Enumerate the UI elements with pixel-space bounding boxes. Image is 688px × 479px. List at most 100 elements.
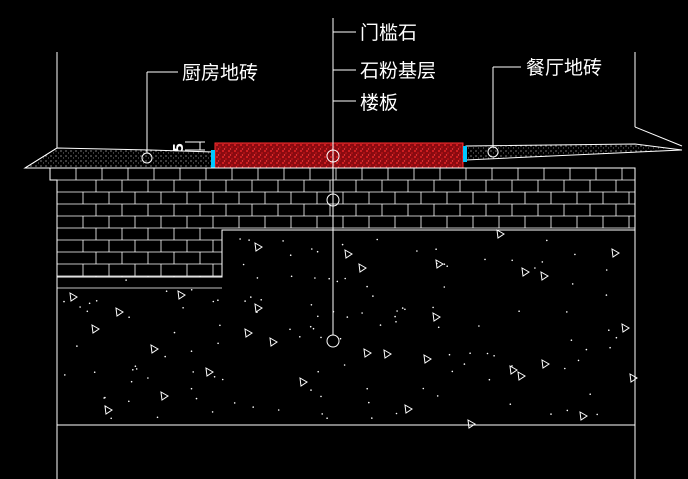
concrete-dot bbox=[311, 248, 313, 250]
concrete-dot bbox=[546, 239, 548, 242]
concrete-dot bbox=[344, 277, 347, 280]
dimension-value: 5 bbox=[172, 143, 187, 152]
label-dining-tile: 餐厅地砖 bbox=[526, 57, 602, 79]
concrete-dot bbox=[317, 370, 320, 373]
concrete-dot bbox=[326, 417, 328, 420]
concrete-dot bbox=[577, 359, 580, 362]
concrete-dot bbox=[320, 336, 322, 339]
concrete-dot bbox=[195, 397, 198, 400]
concrete-dot bbox=[371, 417, 373, 419]
concrete-aggregate-mark bbox=[104, 405, 113, 415]
concrete-dot bbox=[509, 403, 512, 406]
concrete-dot bbox=[394, 315, 396, 318]
concrete-dot bbox=[366, 387, 369, 390]
concrete-dot bbox=[372, 295, 374, 297]
concrete-dot bbox=[165, 290, 168, 293]
concrete-dot bbox=[395, 412, 398, 415]
concrete-aggregate-mark bbox=[404, 404, 413, 414]
concrete-aggregate-mark bbox=[521, 267, 530, 277]
concrete-dot bbox=[534, 267, 536, 269]
concrete-aggregate-mark bbox=[177, 290, 186, 300]
concrete-dot bbox=[564, 367, 566, 370]
concrete-dot bbox=[566, 409, 569, 412]
label-threshold-stone: 门槛石 bbox=[360, 22, 417, 44]
concrete-aggregate-mark bbox=[467, 419, 476, 429]
label-floor-slab: 楼板 bbox=[360, 92, 398, 114]
concrete-dot bbox=[321, 413, 324, 415]
concrete-dot bbox=[217, 342, 219, 345]
concrete-dot bbox=[86, 310, 89, 313]
concrete-dot bbox=[299, 336, 301, 338]
stone-powder-base-layer bbox=[49, 167, 636, 289]
concrete-aggregate-mark bbox=[115, 307, 124, 317]
concrete-aggregate-mark bbox=[363, 348, 372, 358]
concrete-dot bbox=[609, 346, 611, 349]
concrete-dot bbox=[190, 350, 193, 353]
concrete-dot bbox=[252, 406, 254, 408]
concrete-dot bbox=[436, 262, 438, 265]
concrete-dot bbox=[219, 324, 221, 327]
concrete-dot bbox=[422, 387, 425, 390]
concrete-dot bbox=[309, 325, 312, 328]
concrete-dot bbox=[404, 308, 406, 311]
concrete-aggregate-mark bbox=[579, 411, 588, 421]
concrete-dot bbox=[605, 269, 608, 271]
concrete-dot bbox=[244, 300, 246, 302]
concrete-dot bbox=[190, 387, 193, 390]
concrete-dot bbox=[248, 239, 250, 241]
concrete-dot bbox=[448, 353, 451, 356]
concrete-dot bbox=[589, 393, 591, 396]
concrete-aggregate-mark bbox=[160, 391, 169, 401]
label-stone-powder-base: 石粉基层 bbox=[360, 60, 436, 82]
concrete-dot bbox=[239, 238, 241, 240]
concrete-dot bbox=[437, 326, 440, 329]
concrete-aggregate-mark bbox=[423, 354, 432, 364]
concrete-dot bbox=[260, 299, 263, 301]
kitchen-tile-layer bbox=[23, 147, 214, 169]
concrete-dot bbox=[511, 365, 513, 367]
concrete-dot bbox=[478, 325, 480, 327]
concrete-dot bbox=[173, 331, 176, 334]
concrete-dot bbox=[436, 395, 439, 397]
concrete-dot bbox=[104, 405, 107, 408]
concrete-dot bbox=[446, 265, 449, 268]
concrete-dot bbox=[314, 277, 316, 279]
concrete-dot bbox=[217, 299, 219, 302]
concrete-dot bbox=[282, 240, 284, 242]
concrete-dot bbox=[339, 337, 342, 340]
concrete-dot bbox=[379, 324, 382, 326]
concrete-dot bbox=[341, 243, 344, 246]
concrete-dot bbox=[76, 345, 78, 347]
concrete-dot bbox=[511, 259, 513, 262]
concrete-dot bbox=[128, 316, 130, 319]
floor-slab-layer bbox=[56, 229, 638, 479]
concrete-aggregate-mark bbox=[432, 312, 441, 322]
concrete-dot bbox=[310, 304, 313, 306]
concrete-dot bbox=[484, 258, 486, 261]
concrete-dot bbox=[336, 280, 339, 283]
concrete-dot bbox=[156, 416, 159, 419]
concrete-dot bbox=[368, 401, 370, 404]
concrete-dot bbox=[132, 369, 134, 371]
concrete-dot bbox=[451, 370, 454, 373]
concrete-dot bbox=[605, 294, 608, 296]
concrete-dot bbox=[135, 368, 138, 370]
concrete-aggregate-mark bbox=[244, 328, 253, 338]
concrete-dot bbox=[343, 364, 346, 366]
concrete-dot bbox=[310, 389, 312, 391]
concrete-dot bbox=[585, 348, 588, 351]
concrete-dot bbox=[443, 263, 446, 266]
concrete-dot bbox=[95, 300, 98, 302]
concrete-dot bbox=[443, 286, 446, 288]
concrete-dot bbox=[346, 316, 349, 318]
concrete-dot bbox=[463, 363, 466, 365]
concrete-dot bbox=[469, 352, 471, 355]
concrete-dot bbox=[608, 329, 610, 332]
concrete-aggregate-mark bbox=[269, 337, 278, 347]
concrete-dot bbox=[435, 248, 437, 250]
concrete-dot bbox=[110, 417, 112, 420]
concrete-dot bbox=[486, 352, 489, 355]
marker-circle-slab bbox=[326, 334, 340, 348]
concrete-aggregate-mark bbox=[205, 367, 214, 377]
concrete-dot bbox=[493, 355, 495, 357]
